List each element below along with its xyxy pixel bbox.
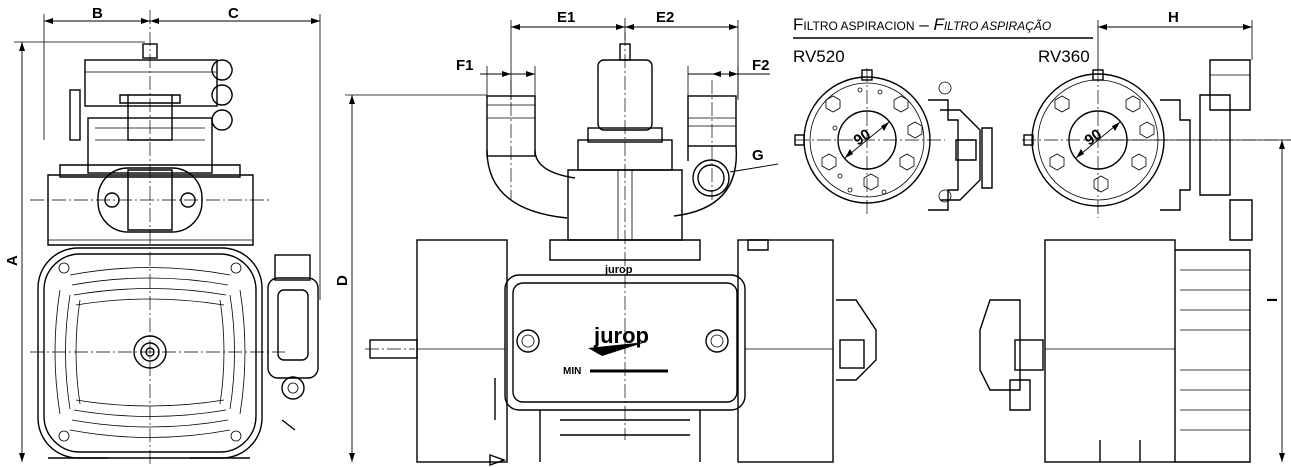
caption-pt-initial: F — [933, 15, 945, 34]
dim-label-e2: E2 — [656, 9, 674, 26]
front-view: E1 E2 F1 F2 D G — [334, 9, 877, 466]
end-view: B C A — [4, 5, 321, 465]
model-left-label: RV520 — [793, 47, 845, 66]
dim-label-d: D — [334, 275, 351, 286]
dim-label-c: C — [228, 5, 239, 22]
dim-label-h: H — [1168, 9, 1179, 26]
brand-logo-large: jurop — [593, 323, 649, 348]
dim-label-e1: E1 — [557, 9, 575, 26]
filter-rv520: 90 — [794, 68, 993, 215]
caption-pt-rest: ILTRO ASPIRAÇÃO — [944, 19, 1051, 33]
caption-es-initial: F — [793, 15, 803, 34]
filter-rv360: 90 — [1022, 59, 1291, 241]
brand-logo-small: jurop — [604, 264, 633, 276]
filter-left-diameter: 90 — [851, 126, 874, 149]
dim-label-i: I — [1264, 298, 1281, 302]
dim-label-f2: F2 — [752, 57, 770, 74]
filter-views: FILTRO ASPIRACION – FILTRO ASPIRAÇÃO RV5… — [793, 9, 1291, 463]
dim-label-b: B — [92, 5, 103, 22]
caption-es-rest: ILTRO ASPIRACION — [803, 19, 914, 33]
dim-label-f1: F1 — [456, 57, 474, 74]
caption-separator: – — [915, 15, 934, 34]
oil-level-label: MIN — [563, 366, 581, 377]
model-right-label: RV360 — [1038, 47, 1090, 66]
dim-label-a: A — [4, 255, 21, 266]
rear-view — [979, 239, 1251, 463]
dim-label-g: G — [752, 147, 764, 164]
filter-right-diameter: 90 — [1082, 126, 1105, 149]
filter-caption: FILTRO ASPIRACION – FILTRO ASPIRAÇÃO — [793, 15, 1051, 34]
